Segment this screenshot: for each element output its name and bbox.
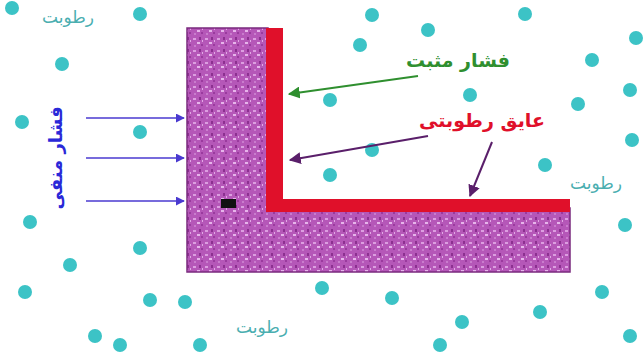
pressure-arrow <box>86 157 184 159</box>
moisture-dot <box>88 329 102 343</box>
moisture-label: رطوبت <box>236 318 288 337</box>
moisture-dot <box>15 115 29 129</box>
moisture-dot <box>63 258 77 272</box>
leader-line <box>290 136 428 160</box>
moisture-dot <box>5 1 19 15</box>
moisture-dot <box>133 7 147 21</box>
moisture-dot <box>365 8 379 22</box>
moisture-dot <box>421 23 435 37</box>
moisture-label: رطوبت <box>570 174 622 193</box>
leader-line <box>289 76 418 94</box>
moisture-dot <box>143 293 157 307</box>
moisture-dot <box>23 215 37 229</box>
pressure-arrow <box>86 200 184 202</box>
pressure-arrow <box>86 117 184 119</box>
moisture-dot <box>353 38 367 52</box>
negative-pressure-label: فشار منفی <box>46 106 66 209</box>
moisture-dot <box>618 218 632 232</box>
moisture-label: رطوبت <box>42 8 94 27</box>
waterproof-layer <box>266 28 570 212</box>
moisture-dot <box>18 285 32 299</box>
moisture-dot <box>385 291 399 305</box>
moisture-dot <box>315 281 329 295</box>
moisture-dot <box>595 285 609 299</box>
moisture-dot <box>433 338 447 352</box>
moisture-dot <box>323 168 337 182</box>
moisture-dot <box>178 295 192 309</box>
moisture-dots <box>5 1 643 352</box>
moisture-dot <box>585 53 599 67</box>
moisture-dot <box>518 7 532 21</box>
positive-pressure-label: فشار مثبت <box>406 50 510 71</box>
moisture-dot <box>113 338 127 352</box>
moisture-dot <box>625 133 639 147</box>
leader-line <box>470 142 492 196</box>
moisture-dot <box>538 158 552 172</box>
moisture-dot <box>133 241 147 255</box>
moisture-dot <box>323 93 337 107</box>
wall <box>187 28 570 272</box>
moisture-dot <box>463 88 477 102</box>
waterproofing-label: عایق رطوبتی <box>419 110 545 131</box>
moisture-dot <box>623 83 637 97</box>
moisture-dot <box>571 97 585 111</box>
joint-mark <box>221 199 236 208</box>
moisture-dot <box>193 338 207 352</box>
moisture-dot <box>629 31 643 45</box>
moisture-dot <box>455 315 469 329</box>
moisture-dot <box>623 329 637 343</box>
moisture-dot <box>55 57 69 71</box>
moisture-dot <box>533 305 547 319</box>
moisture-dot <box>133 125 147 139</box>
